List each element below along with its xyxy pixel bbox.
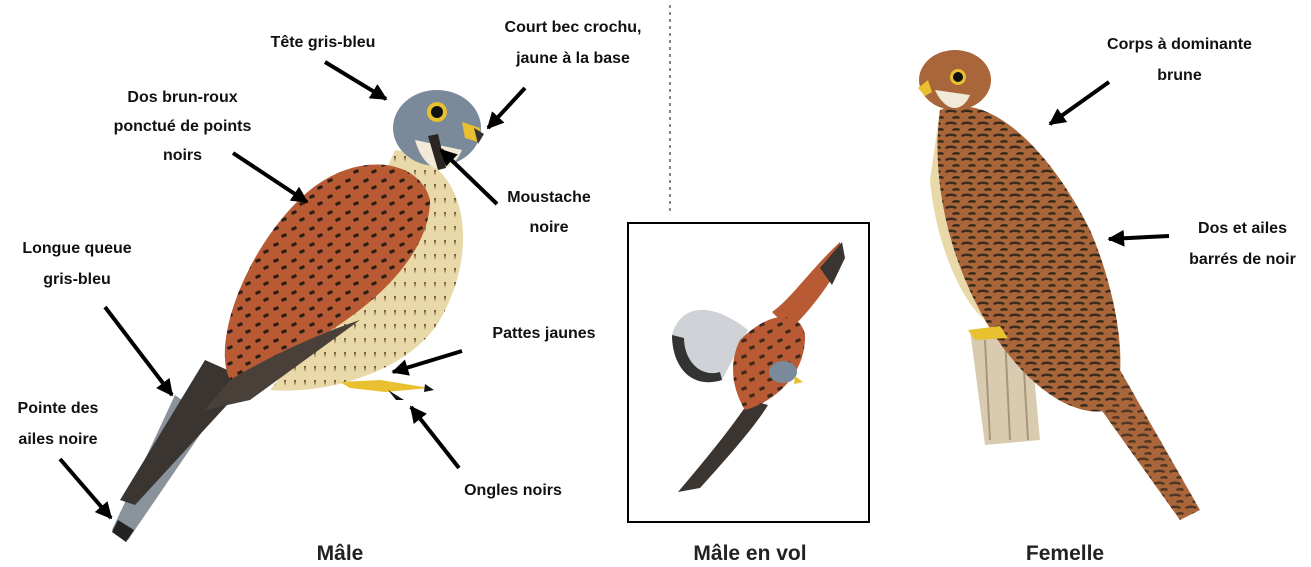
label-bec: Court bec crochu, jaune à la base (488, 12, 658, 74)
caption-vol: Mâle en vol (670, 542, 830, 566)
arrow-bec (488, 88, 525, 128)
label-corps: Corps à dominante brune (1082, 29, 1277, 91)
label-queue: Longue queue gris-bleu (12, 233, 142, 295)
label-moustache: Moustache noire (494, 183, 604, 243)
female-kestrel (918, 50, 1200, 520)
label-ongles: Ongles noirs (448, 477, 578, 505)
caption-male: Mâle (300, 542, 380, 566)
arrow-tete (325, 62, 386, 99)
label-tete: Tête gris-bleu (258, 29, 388, 57)
label-dos-femelle: Dos et ailes barrés de noir (1174, 213, 1311, 275)
caption-femelle: Femelle (1010, 542, 1120, 566)
arrow-pointe (60, 459, 111, 518)
label-pointe: Pointe des ailes noire (0, 393, 116, 455)
arrow-queue (105, 307, 172, 395)
label-dos-male: Dos brun-roux ponctué de points noirs (95, 83, 270, 170)
arrow-dos-femelle (1109, 236, 1169, 239)
arrow-ongles (411, 407, 459, 468)
label-pattes: Pattes jaunes (474, 320, 614, 348)
